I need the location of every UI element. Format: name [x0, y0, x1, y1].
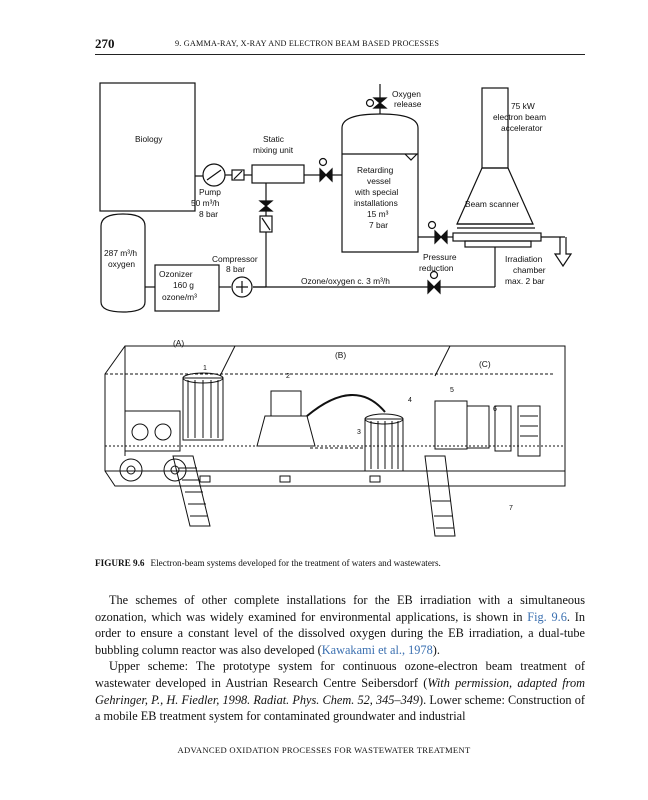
trailer-body [104, 345, 566, 487]
pump-label-2: 50 m³/h [191, 198, 220, 208]
retarding-label-5: 15 m³ [367, 209, 389, 219]
irradiation-label-2: chamber [513, 265, 546, 275]
ozonizer-label-3: ozone/m³ [162, 292, 197, 302]
citation-link[interactable]: Kawakami et al., 1978 [321, 642, 433, 657]
lower-mobile-system [104, 345, 566, 537]
pressure-label-2: reduction [419, 263, 454, 273]
p1-text-b: . In order to ensure a constant level of… [95, 609, 585, 657]
ozone-line-label: Ozone/oxygen c. 3 m³/h [301, 276, 390, 286]
page-number: 270 [95, 36, 115, 51]
retarding-label-1: Retarding [357, 165, 394, 175]
compressor-icon [231, 276, 253, 298]
trailer-wheel [163, 458, 187, 482]
figure-drawing: Oxygen release 75 kW electron beam accel… [99, 82, 573, 537]
tank-3 [364, 418, 404, 472]
oxygen-tank-label-2: oxygen [108, 259, 135, 269]
static-mixing-unit [251, 164, 305, 184]
compressor-label-2: 8 bar [226, 264, 245, 274]
beam-label-1: 75 kW [511, 101, 535, 111]
callout-5: 5 [450, 387, 454, 394]
retarding-label-3: with special [354, 187, 398, 197]
callout-1: 1 [203, 365, 207, 372]
figure-caption: FIGURE 9.6 Electron-beam systems develope… [95, 558, 585, 568]
reactor-1 [182, 377, 224, 441]
callout-7: 7 [509, 505, 513, 512]
p1-text-a: The schemes of other complete installati… [95, 593, 585, 624]
header-rule [95, 54, 585, 55]
retarding-label-2: vessel [367, 176, 391, 186]
oxygen-release-label-1: Oxygen [392, 89, 421, 99]
body-text: The schemes of other complete installati… [95, 592, 585, 725]
biology-tank [99, 82, 196, 212]
pressure-label-1: Pressure [423, 252, 457, 262]
lower-scheme-labels: (A) (B) (C) 1 2 3 4 5 6 7 [173, 338, 513, 512]
beam-label-3: accelerator [501, 123, 543, 133]
biology-label: Biology [135, 134, 163, 144]
beam-scanner-label: Beam scanner [465, 199, 519, 209]
oxygen-release-label-2: release [394, 99, 422, 109]
section-label-b: (B) [335, 350, 346, 360]
chapter-title: 9. GAMMA-RAY, X-RAY AND ELECTRON BEAM BA… [175, 39, 440, 48]
section-label-c: (C) [479, 359, 491, 369]
beam-label-2: electron beam [493, 112, 546, 122]
retarding-label-4: installations [354, 198, 398, 208]
running-header: 270 9. GAMMA-RAY, X-RAY AND ELECTRON BEA… [95, 36, 585, 56]
figure-9-6: Oxygen release 75 kW electron beam accel… [95, 76, 585, 566]
cabinet-6 [466, 405, 490, 449]
paragraph-2: Upper scheme: The prototype system for c… [95, 658, 585, 724]
running-footer: ADVANCED OXIDATION PROCESSES FOR WASTEWA… [177, 745, 471, 755]
pump-label-3: 8 bar [199, 209, 218, 219]
oxygen-tank-label-1: 287 m³/h [104, 248, 137, 258]
unit-2 [270, 390, 302, 417]
pump-label-1: Pump [199, 187, 221, 197]
p2-permission-italic: With permission, adapted from Gehringer,… [95, 675, 585, 707]
retarding-label-6: 7 bar [369, 220, 388, 230]
callout-3: 3 [357, 429, 361, 436]
figure-link[interactable]: Fig. 9.6 [527, 609, 567, 624]
caption-text: Electron-beam systems developed for the … [150, 558, 441, 568]
upper-process-scheme [99, 82, 573, 313]
callout-2: 2 [286, 373, 290, 380]
static-mixing-label-1: Static [263, 134, 284, 144]
retarding-vessel [341, 113, 419, 253]
beam-scanner [456, 167, 534, 225]
ozonizer-label-1: Ozonizer [159, 269, 193, 279]
static-mixing-label-2: mixing unit [253, 145, 294, 155]
cabinet-7 [517, 405, 541, 457]
p2-text-a: Upper scheme: The prototype system for c… [95, 659, 585, 690]
irradiation-chamber [452, 232, 542, 242]
p2-text-b: ). Lower scheme: Construction of a mobil… [95, 692, 585, 724]
section-label-a: (A) [173, 338, 184, 348]
trailer-wheel [119, 458, 143, 482]
p1-text-c: ). [432, 642, 440, 657]
upper-scheme-labels: Oxygen release 75 kW electron beam accel… [104, 89, 546, 302]
compressor-label-1: Compressor [212, 254, 258, 264]
ozonizer [154, 264, 220, 312]
callout-4: 4 [408, 397, 412, 404]
oxygen-tank [100, 213, 146, 313]
irradiation-label-3: max. 2 bar [505, 276, 545, 286]
callout-6: 6 [493, 406, 497, 413]
cabinet-5 [434, 400, 468, 450]
irradiation-label-1: Irradiation [505, 254, 543, 264]
paragraph-1: The schemes of other complete installati… [95, 592, 585, 658]
figure-number: FIGURE 9.6 [95, 558, 145, 568]
ozonizer-label-2: 160 g [173, 280, 194, 290]
